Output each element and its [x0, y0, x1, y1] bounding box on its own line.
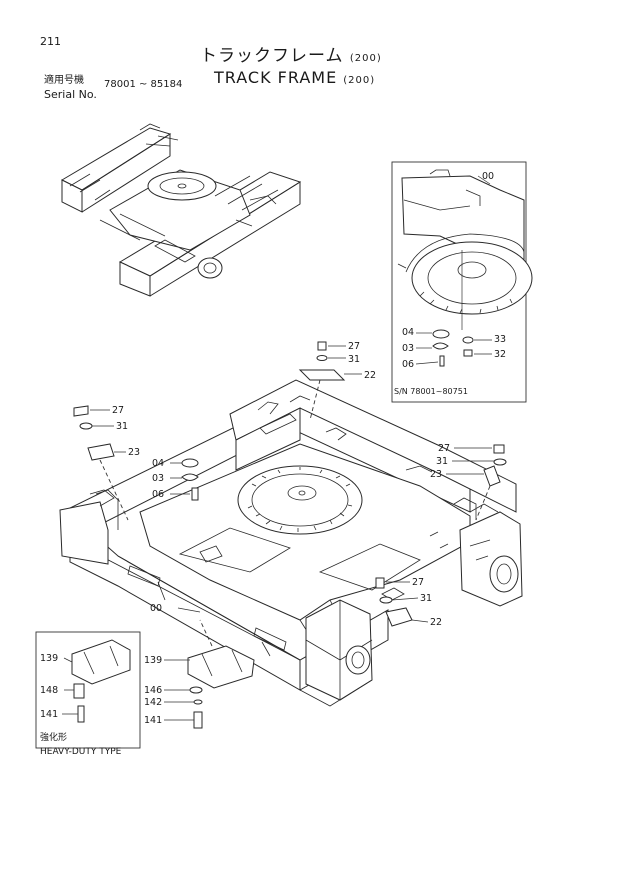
- callout-right-27: 27: [438, 443, 451, 454]
- callout-left-31: 31: [116, 421, 129, 432]
- callout-inset-04: 04: [402, 327, 415, 338]
- main-frame-drawing: [59, 379, 523, 707]
- callout-hd-141: 141: [40, 709, 59, 720]
- callout-hd-139: 139: [40, 653, 59, 664]
- callout-left-04: 04: [152, 458, 165, 469]
- callout-mid-22: 22: [430, 617, 443, 628]
- serial-label-jp: 適用号機: [44, 75, 84, 86]
- inset-panel: [391, 161, 533, 403]
- callout-left-06: 06: [152, 489, 165, 500]
- title-english: TRACK FRAME (200): [214, 70, 375, 86]
- callout-right-31: 31: [436, 456, 449, 467]
- callout-main-142: 142: [144, 697, 163, 708]
- title-japanese: トラックフレーム (200): [200, 48, 382, 65]
- callout-mid-27: 27: [412, 577, 425, 588]
- callout-inset-03: 03: [402, 343, 415, 354]
- overview-frame-drawing: [60, 123, 302, 297]
- title-en-text: TRACK FRAME: [214, 68, 338, 87]
- callout-inset-32: 32: [494, 349, 507, 360]
- callout-top-27: 27: [348, 341, 361, 352]
- callout-inset-06: 06: [402, 359, 415, 370]
- callout-top-22: 22: [364, 370, 377, 381]
- callout-top-31: 31: [348, 354, 361, 365]
- callout-main-00: 00: [150, 603, 163, 614]
- callout-inset-33: 33: [494, 334, 507, 345]
- serial-label-en: Serial No.: [44, 88, 97, 101]
- title-jp-text: トラックフレーム: [200, 46, 344, 66]
- callout-mid-31: 31: [420, 593, 433, 604]
- callout-left-03: 03: [152, 473, 165, 484]
- title-code-jp: (200): [349, 53, 382, 64]
- callout-left-23: 23: [128, 447, 141, 458]
- callout-left-27: 27: [112, 405, 125, 416]
- callout-main-146: 146: [144, 685, 163, 696]
- serial-range: 78001 ~ 85184: [104, 79, 183, 90]
- callout-inset-00: 00: [482, 171, 495, 182]
- heavy-duty-label-en: HEAVY-DUTY TYPE: [40, 747, 122, 757]
- heavy-duty-label-jp: 強化形: [40, 733, 68, 743]
- page-number: 211: [40, 35, 61, 48]
- callout-hd-148: 148: [40, 685, 59, 696]
- callout-main-141: 141: [144, 715, 163, 726]
- inset-serial-note: S/N 78001~80751: [394, 387, 468, 396]
- callout-main-139: 139: [144, 655, 163, 666]
- title-code-en: (200): [343, 75, 376, 86]
- callout-right-23: 23: [430, 469, 443, 480]
